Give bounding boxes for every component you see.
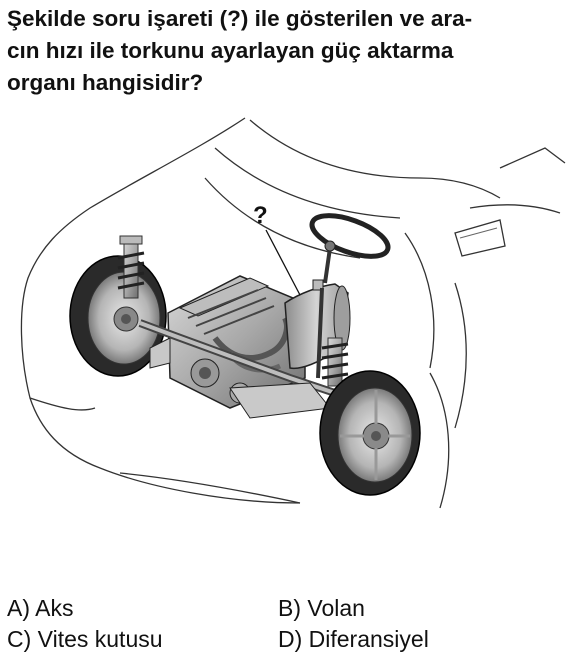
option-a[interactable]: A) Aks — [7, 595, 74, 621]
car-body-outline — [20, 117, 566, 509]
front-right-suspension-spring — [321, 337, 349, 387]
front-right-wheel — [319, 370, 421, 496]
side-mirror — [454, 219, 506, 257]
question-line-2: cın hızı ile torkunu ayarlayan güç aktar… — [7, 38, 454, 63]
drivetrain-figure: ? — [0, 108, 569, 568]
steering-wheel — [309, 213, 391, 379]
front-left-wheel — [69, 255, 167, 377]
option-d[interactable]: D) Diferansiyel — [278, 626, 429, 652]
front-axle — [138, 319, 352, 419]
car-illustration: ? — [20, 117, 566, 509]
question-line-1: Şekilde soru işareti (?) ile gösterilen … — [7, 6, 473, 31]
question-marker: ? — [253, 202, 268, 229]
front-left-suspension-spring — [117, 235, 145, 299]
option-b[interactable]: B) Volan — [278, 595, 365, 621]
option-c[interactable]: C) Vites kutusu — [7, 626, 163, 652]
marker-pointer-line — [265, 229, 301, 296]
question-line-3: organı hangisidir? — [7, 70, 204, 95]
question-text: Şekilde soru işareti (?) ile gösterilen … — [7, 3, 559, 99]
